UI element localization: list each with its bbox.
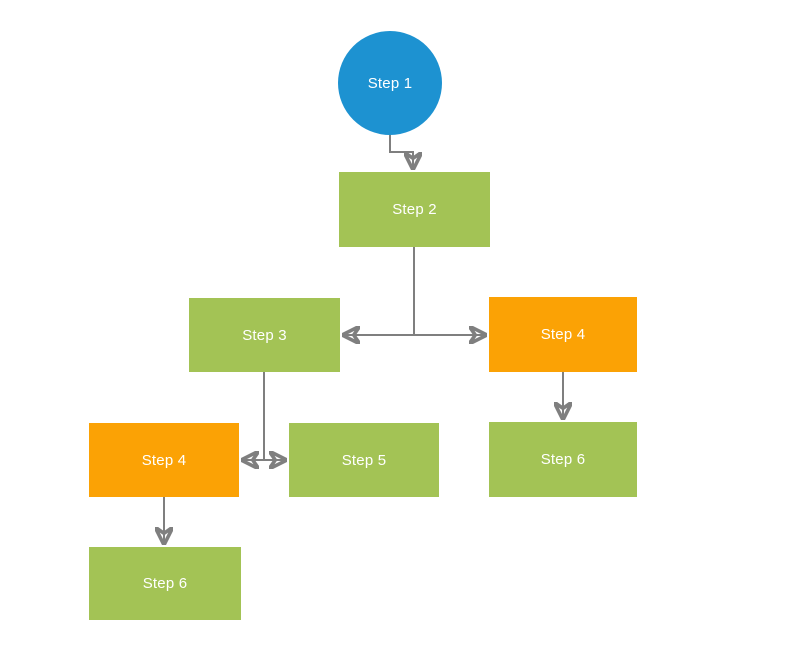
node-label: Step 5 [341,451,387,469]
node-label: Step 4 [540,326,586,343]
node-step3[interactable]: Step 3 [189,298,340,372]
node-step6-left[interactable]: Step 6 [89,547,241,620]
node-label: Step 4 [141,451,187,469]
node-step4-left[interactable]: Step 4 [89,423,239,497]
node-step1[interactable]: Step 1 [338,31,442,135]
node-label: Step 6 [540,451,586,468]
node-step4-right[interactable]: Step 4 [489,297,637,372]
node-label: Step 2 [392,201,437,218]
connector-step1-step2[interactable] [389,135,413,170]
node-label: Step 1 [367,74,413,92]
node-label: Step 6 [142,575,188,592]
node-step5[interactable]: Step 5 [289,423,439,497]
node-step2[interactable]: Step 2 [339,172,490,247]
node-step6-right[interactable]: Step 6 [489,422,637,497]
node-label: Step 3 [242,326,287,344]
